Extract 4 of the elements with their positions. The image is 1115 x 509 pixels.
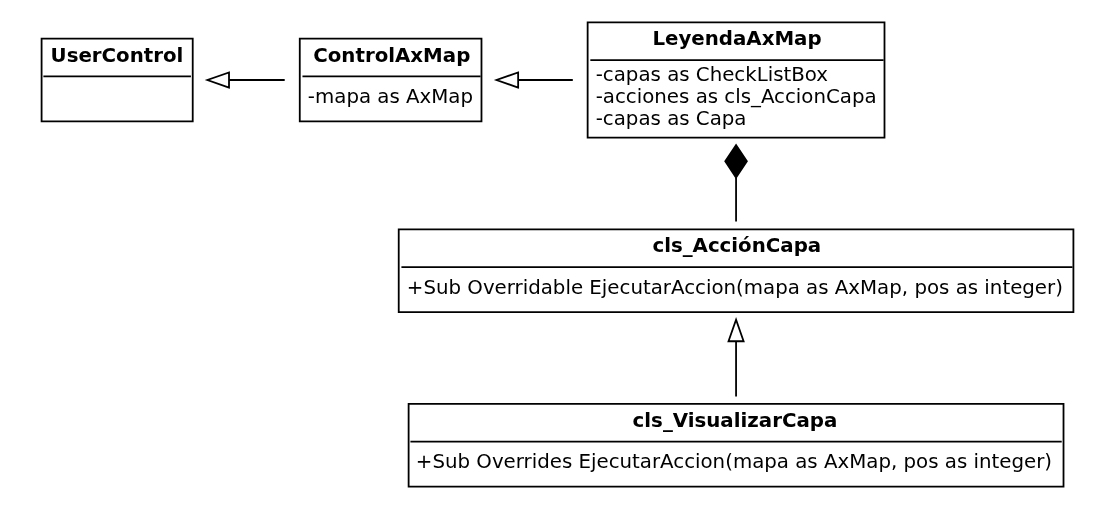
- arrow: [727, 316, 745, 398]
- arrow: [493, 71, 574, 89]
- arrow: [204, 71, 286, 89]
- connector: [724, 143, 748, 223]
